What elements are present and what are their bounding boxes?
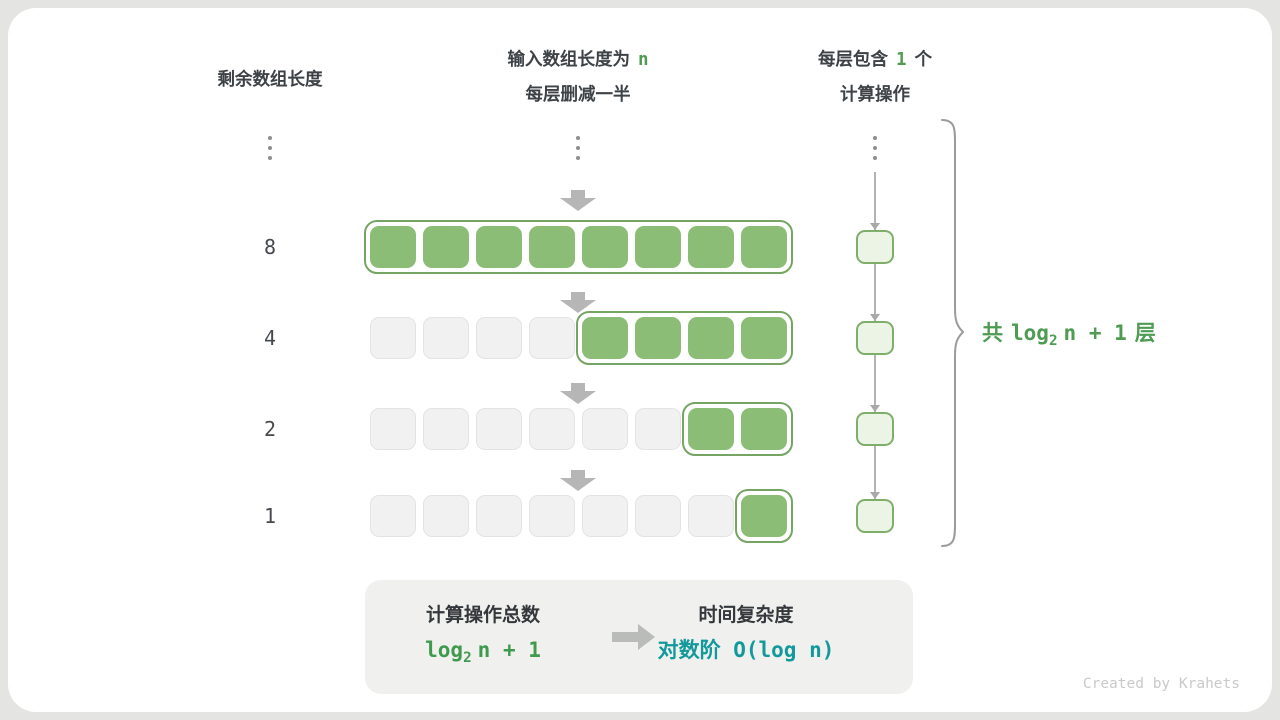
summary-left-title: 计算操作总数 — [425, 605, 540, 626]
active-cells-outline — [364, 220, 793, 274]
array-cell-active — [741, 226, 787, 268]
array-cell-active — [741, 317, 787, 359]
vertical-ellipsis-icon — [873, 136, 877, 160]
operation-box — [856, 499, 894, 533]
operation-box — [856, 230, 894, 264]
array-cell-empty — [635, 408, 681, 450]
arrow-down-icon — [870, 223, 880, 230]
brace-icon — [941, 119, 964, 547]
array-cell-active — [688, 226, 734, 268]
array-cell-empty — [423, 408, 469, 450]
array-cell-active — [741, 495, 787, 537]
arrow-down-icon — [560, 190, 596, 211]
header-line-1: 输入数组长度为 n — [438, 42, 718, 77]
array-cell-active — [476, 226, 522, 268]
arrow-down-icon — [560, 292, 596, 313]
array-cell-empty — [529, 317, 575, 359]
array-cell-active — [529, 226, 575, 268]
row-label: 2 — [263, 417, 277, 441]
array-cell-empty — [476, 495, 522, 537]
header-text: 个 — [914, 49, 933, 69]
header-line-2: 每层删减一半 — [525, 84, 631, 104]
summary-left-formula: log2 n + 1 — [373, 637, 593, 671]
header-text: 输入数组长度为 — [507, 49, 630, 69]
vertical-ellipsis-icon — [576, 136, 580, 160]
formula-rest: n + 1 — [477, 638, 541, 662]
array-cell-empty — [476, 317, 522, 359]
summary-left: 计算操作总数 log2 n + 1 — [373, 604, 593, 671]
array-cell-empty — [582, 408, 628, 450]
array-cell-active — [582, 317, 628, 359]
array-cell-active — [741, 408, 787, 450]
formula-subscript: 2 — [463, 650, 472, 667]
array-cell-empty — [423, 495, 469, 537]
array-cell-active — [635, 317, 681, 359]
label-text: 共 — [982, 321, 1003, 345]
array-cell-empty — [370, 408, 416, 450]
summary-right-title: 时间复杂度 — [698, 605, 794, 626]
row-label: 1 — [263, 504, 277, 528]
array-cell-active — [423, 226, 469, 268]
layer-count-label: 共 log2 n + 1 层 — [982, 320, 1156, 354]
array-cell-active — [688, 408, 734, 450]
formula-subscript: 2 — [1048, 333, 1058, 350]
operation-box — [856, 321, 894, 355]
arrow-down-icon — [560, 383, 596, 404]
formula-rest: n + 1 — [1063, 321, 1127, 345]
array-cell-empty — [370, 317, 416, 359]
active-cells-outline — [735, 489, 793, 543]
header-highlight-1: 1 — [895, 50, 907, 70]
column-header-remaining-length: 剩余数组长度 — [217, 69, 323, 89]
column-header-input-length: 输入数组长度为 n 每层删减一半 — [438, 42, 718, 111]
formula-base: log — [425, 638, 464, 662]
array-cell-empty — [688, 495, 734, 537]
header-line-2: 计算操作 — [840, 84, 910, 104]
array-cell-empty — [635, 495, 681, 537]
array-cell-active — [582, 226, 628, 268]
array-cell-empty — [529, 408, 575, 450]
row-label: 8 — [263, 235, 277, 259]
arrow-down-icon — [560, 470, 596, 491]
active-cells-outline — [682, 402, 793, 456]
operation-box — [856, 412, 894, 446]
array-cell-empty — [370, 495, 416, 537]
active-cells-outline — [576, 311, 793, 365]
summary-right: 时间复杂度 对数阶 O(log n) — [636, 604, 856, 663]
array-cell-active — [635, 226, 681, 268]
arrow-right-icon — [612, 624, 658, 650]
array-cell-active — [370, 226, 416, 268]
formula-base: log — [1011, 321, 1049, 345]
label-text: 层 — [1134, 321, 1156, 345]
header-highlight-n: n — [637, 50, 649, 70]
row-label: 4 — [263, 326, 277, 350]
array-cell-empty — [476, 408, 522, 450]
vertical-ellipsis-icon — [268, 136, 272, 160]
header-text: 每层包含 — [817, 49, 888, 69]
array-cell-empty — [529, 495, 575, 537]
arrow-down-icon — [870, 314, 880, 321]
summary-right-formula: 对数阶 O(log n) — [657, 638, 835, 662]
watermark: Created by Krahets — [1082, 676, 1240, 692]
arrow-down-icon — [870, 492, 880, 499]
array-cell-empty — [582, 495, 628, 537]
array-cell-empty — [423, 317, 469, 359]
arrow-down-icon — [870, 405, 880, 412]
array-cell-active — [688, 317, 734, 359]
